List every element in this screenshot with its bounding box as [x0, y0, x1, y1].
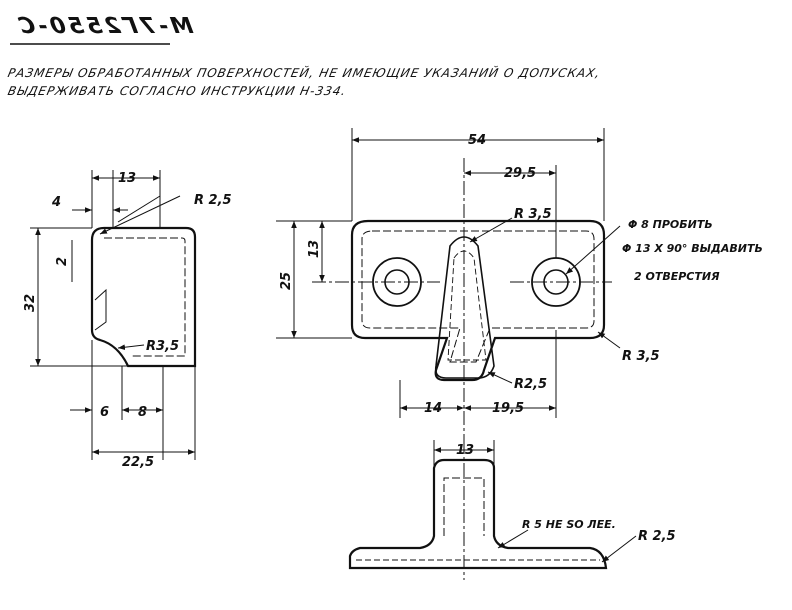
- side-dim-height: 32: [23, 294, 38, 312]
- front-view: [276, 128, 621, 440]
- side-dim-radius-top: R 2,5: [194, 193, 232, 208]
- front-dim-radius-lug: R2,5: [514, 377, 547, 392]
- bottom-dim-width: 13: [456, 443, 474, 458]
- front-dim-hole-height: 13: [307, 240, 322, 258]
- side-dim-offset: 2: [55, 257, 70, 266]
- side-view: [30, 170, 197, 460]
- front-dim-height: 25: [279, 272, 294, 290]
- hole-note-line-1: Φ 8 ПРОБИТЬ: [628, 218, 713, 231]
- front-dim-right: 19,5: [492, 401, 524, 416]
- side-dim-radius-inner: R3,5: [146, 339, 179, 354]
- front-dim-left: 14: [424, 401, 442, 416]
- bottom-dim-radius-small: R 2,5: [638, 529, 676, 544]
- bottom-dim-radius-main: R 5 НЕ SO ЛЕЕ.: [522, 518, 616, 531]
- hole-note-line-2: Φ 13 X 90° ВЫДАВИТЬ: [622, 242, 763, 255]
- front-dim-radius-corner: R 3,5: [622, 349, 660, 364]
- front-dim-length: 54: [468, 133, 486, 148]
- front-dim-radius-top: R 3,5: [514, 207, 552, 222]
- side-dim-bottom-left: 6: [100, 405, 109, 420]
- bottom-view: [348, 440, 637, 580]
- hole-note-line-3: 2 ОТВЕРСТИЯ: [634, 270, 720, 283]
- front-dim-hole-spacing: 29,5: [504, 166, 536, 181]
- side-dim-width: 13: [118, 171, 136, 186]
- side-dim-total: 22,5: [122, 455, 154, 470]
- side-dim-bottom-right: 8: [138, 405, 147, 420]
- side-dim-thickness: 4: [51, 195, 61, 210]
